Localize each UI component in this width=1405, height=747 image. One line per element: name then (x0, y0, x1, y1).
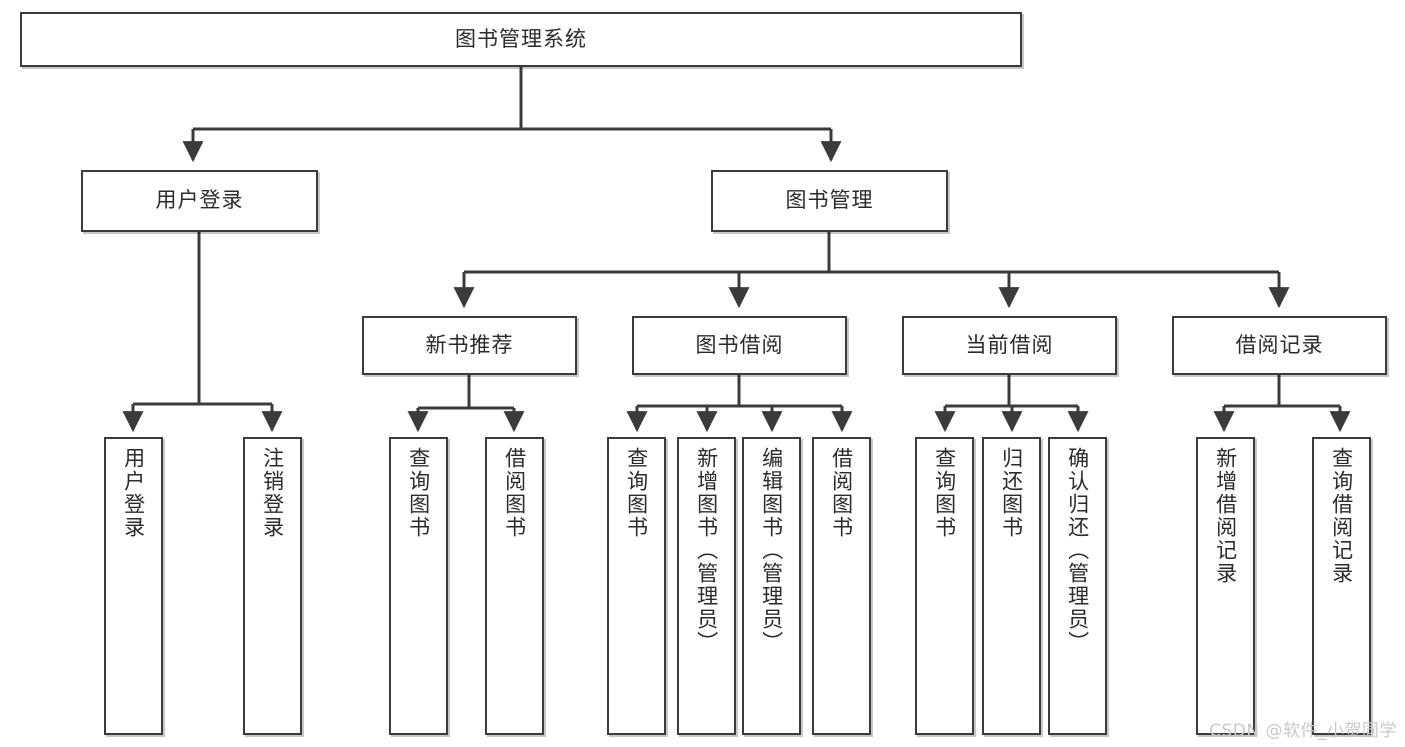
node-leaf-user-logout[interactable]: 注销登录 (243, 437, 302, 735)
node-label: 查询借阅记录 (1329, 447, 1354, 585)
node-label: 图书管理系统 (455, 26, 587, 51)
node-book-borrow[interactable]: 图书借阅 (632, 316, 847, 375)
node-label: 新书推荐 (425, 332, 514, 357)
node-label: 图书借阅 (695, 332, 784, 357)
node-leaf-add-book[interactable]: 新增图书（管理员） (677, 437, 736, 735)
node-leaf-query-book-2[interactable]: 查询图书 (607, 437, 666, 735)
node-leaf-borrow-book-1[interactable]: 借阅图书 (485, 437, 544, 735)
node-leaf-query-book-1[interactable]: 查询图书 (389, 437, 448, 735)
node-leaf-query-record[interactable]: 查询借阅记录 (1312, 437, 1371, 735)
node-book-management[interactable]: 图书管理 (711, 170, 948, 232)
node-label: 归还图书 (999, 447, 1024, 539)
node-label: 查询图书 (932, 447, 957, 539)
node-leaf-borrow-book-2[interactable]: 借阅图书 (812, 437, 871, 735)
node-label: 图书管理 (785, 188, 874, 213)
watermark-text: CSDN @软件_小贺同学 (1209, 721, 1397, 741)
node-label: 确认归还（管理员） (1065, 447, 1090, 654)
node-leaf-add-record[interactable]: 新增借阅记录 (1196, 437, 1255, 735)
node-label: 查询图书 (406, 447, 431, 539)
node-current-borrow[interactable]: 当前借阅 (902, 316, 1117, 375)
node-leaf-query-book-3[interactable]: 查询图书 (915, 437, 974, 735)
node-label: 查询图书 (624, 447, 649, 539)
node-leaf-user-login[interactable]: 用户登录 (104, 437, 163, 735)
node-label: 借阅图书 (829, 447, 854, 539)
node-label: 借阅图书 (502, 447, 527, 539)
node-leaf-return-book[interactable]: 归还图书 (982, 437, 1041, 735)
node-label: 编辑图书（管理员） (759, 447, 784, 654)
node-label: 新增图书（管理员） (694, 447, 719, 654)
node-leaf-confirm-return[interactable]: 确认归还（管理员） (1048, 437, 1107, 735)
node-borrow-record[interactable]: 借阅记录 (1172, 316, 1387, 375)
node-label: 用户登录 (121, 447, 146, 539)
node-new-book-recommend[interactable]: 新书推荐 (362, 316, 577, 375)
node-label: 借阅记录 (1235, 332, 1324, 357)
node-root-system[interactable]: 图书管理系统 (20, 12, 1022, 67)
node-label: 用户登录 (155, 188, 244, 213)
node-label: 当前借阅 (965, 332, 1054, 357)
node-label: 注销登录 (260, 447, 285, 539)
node-user-login[interactable]: 用户登录 (81, 170, 318, 232)
node-leaf-edit-book[interactable]: 编辑图书（管理员） (742, 437, 801, 735)
node-label: 新增借阅记录 (1213, 447, 1238, 585)
